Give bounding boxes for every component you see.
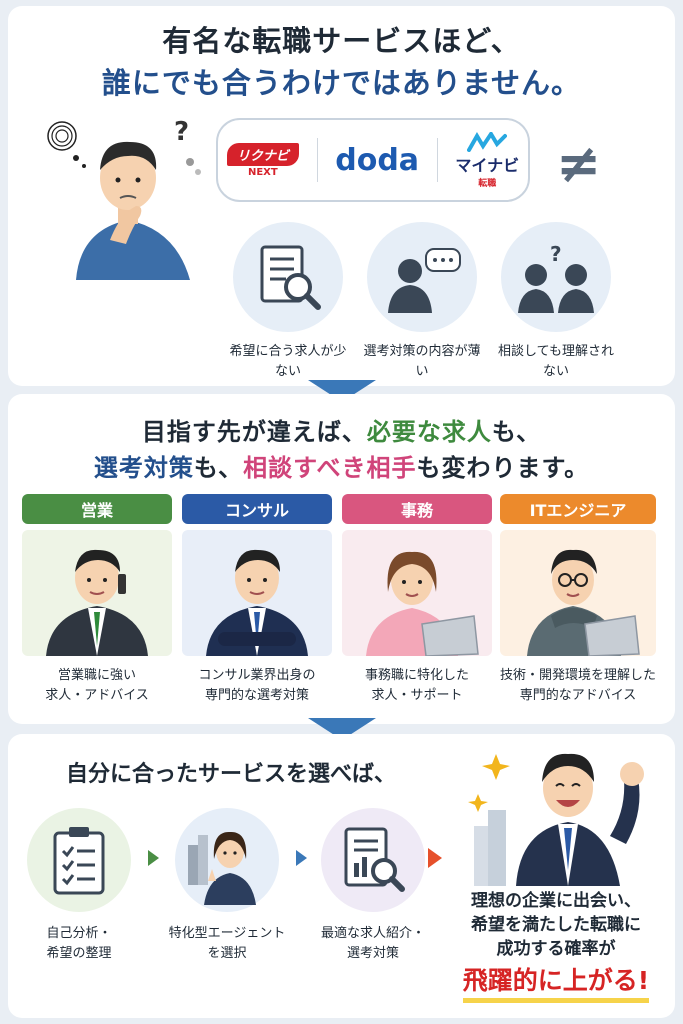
headline-line1: 有名な転職サービスほど、 (162, 24, 521, 58)
result-emphasis: 飛躍的に上がる! (462, 963, 650, 1004)
step-arrow-icon (428, 848, 442, 868)
issue-item: ? 相談しても理解されない (494, 222, 618, 381)
job-desc-line: 専門的なアドバイス (519, 688, 637, 704)
step-item: 自己分析・ 希望の整理 (14, 808, 144, 964)
advisor-speech-icon (367, 222, 477, 332)
result-line: 理想の企業に出会い、 (471, 891, 641, 911)
job-tag: 営業 (22, 494, 172, 524)
step-label-line: を選択 (207, 946, 247, 962)
mynavi-mark-icon (467, 131, 508, 152)
headline2-part: も、 (193, 454, 244, 482)
job-desc-line: コンサル業界出身の (198, 668, 316, 683)
headline2-emphasis: 相談すべき相手 (243, 454, 417, 482)
headline3: 自分に合ったサービスを選べば、 (66, 762, 397, 787)
issue-item: 選考対策の内容が薄い (360, 222, 484, 381)
doda-logo: doda (335, 142, 420, 178)
mynavi-main: マイナビ (455, 155, 520, 175)
job-desc-line: 営業職に強い (57, 668, 136, 683)
agent-woman-icon (175, 808, 279, 912)
document-search-icon (233, 222, 343, 332)
job-desc-line: 求人・アドバイス (45, 688, 149, 704)
job-tag: ITエンジニア (500, 494, 656, 524)
issue-label: 希望に合う求人が少ない (229, 344, 347, 379)
step-label-line: 自己分析・ (46, 926, 112, 941)
job-card-office: 事務 事務職に特化した 求人・サポート (342, 494, 492, 712)
brand-divider (436, 138, 438, 182)
rikunabi-main: リクナビ (226, 142, 299, 166)
sales-person-illustration (22, 530, 172, 656)
brand-divider (316, 138, 318, 182)
not-equal-icon: ≠ (556, 132, 602, 195)
job-desc-line: 技術・開発環境を理解した (500, 668, 657, 683)
job-desc: 事務職に特化した 求人・サポート (342, 666, 492, 706)
result-message: 理想の企業に出会い、 希望を満たした転職に 成功する確率が 飛躍的に上がる! (446, 890, 666, 1004)
job-tag: コンサル (182, 494, 332, 524)
job-desc-line: 専門的な選考対策 (204, 688, 309, 704)
step-label: 自己分析・ 希望の整理 (14, 924, 144, 964)
headline2-line2: 選考対策も、相談すべき相手も変わります。 (0, 448, 683, 483)
headline2-part: も変わります。 (416, 454, 590, 482)
issue-label: 選考対策の内容が薄い (363, 344, 481, 379)
job-card-consulting: コンサル コンサル業界出身の 専門的な選考対策 (182, 494, 332, 712)
job-desc-line: 求人・サポート (371, 688, 463, 704)
job-desc: コンサル業界出身の 専門的な選考対策 (182, 666, 332, 706)
step-label: 特化型エージェント を選択 (162, 924, 292, 964)
headline2-emphasis: 選考対策 (93, 454, 194, 482)
result-line: 希望を満たした転職に (471, 914, 641, 935)
checklist-icon (27, 808, 131, 912)
step-label-line: 希望の整理 (46, 946, 112, 962)
headline2-part: 目指す先が違えば、 (141, 418, 367, 446)
thinking-man-illustration: ? (47, 117, 201, 280)
issue-item: 希望に合う求人が少ない (226, 222, 350, 381)
job-card-sales: 営業 営業職に強い 求人・アドバイス (22, 494, 172, 712)
rikunabi-logo: リクナビ NEXT (226, 142, 299, 178)
report-search-icon (321, 808, 425, 912)
step-label-line: 最適な求人紹介・ (320, 926, 425, 941)
svg-text:?: ? (550, 242, 562, 266)
success-man-illustration (468, 753, 644, 886)
headline2-part: も、 (491, 418, 542, 446)
headline2-line1: 目指す先が違えば、必要な求人も、 (0, 412, 683, 447)
engineer-illustration (500, 530, 656, 656)
rikunabi-sub: NEXT (247, 166, 278, 178)
mynavi-sub: 転職 (478, 178, 497, 189)
step-label-line: 選考対策 (346, 946, 399, 962)
office-worker-illustration (342, 530, 492, 656)
confused-people-icon: ? (501, 222, 611, 332)
headline2-emphasis: 必要な求人 (366, 418, 492, 446)
result-line: 成功する確率が (496, 938, 616, 959)
job-card-it-engineer: ITエンジニア 技術・開発環境を理解した 専門的なアドバイス (500, 494, 656, 712)
step-arrow-icon (296, 850, 307, 866)
svg-text:?: ? (174, 117, 189, 147)
brand-bubble: リクナビ NEXT doda マイナビ 転職 (216, 118, 530, 202)
job-tag: 事務 (342, 494, 492, 524)
step-arrow-icon (148, 850, 159, 866)
step-label: 最適な求人紹介・ 選考対策 (308, 924, 438, 964)
job-desc-line: 事務職に特化した (364, 668, 469, 683)
headline-line2: 誰にでも合うわけではありません。 (101, 66, 582, 100)
issue-label: 相談しても理解されない (498, 344, 614, 379)
job-desc: 技術・開発環境を理解した 専門的なアドバイス (500, 666, 656, 706)
step-item: 特化型エージェント を選択 (162, 808, 292, 964)
job-desc: 営業職に強い 求人・アドバイス (22, 666, 172, 706)
consultant-illustration (182, 530, 332, 656)
step-label-line: 特化型エージェント (168, 926, 286, 941)
step-item: 最適な求人紹介・ 選考対策 (308, 808, 438, 964)
mynavi-logo: マイナビ 転職 (455, 131, 520, 189)
